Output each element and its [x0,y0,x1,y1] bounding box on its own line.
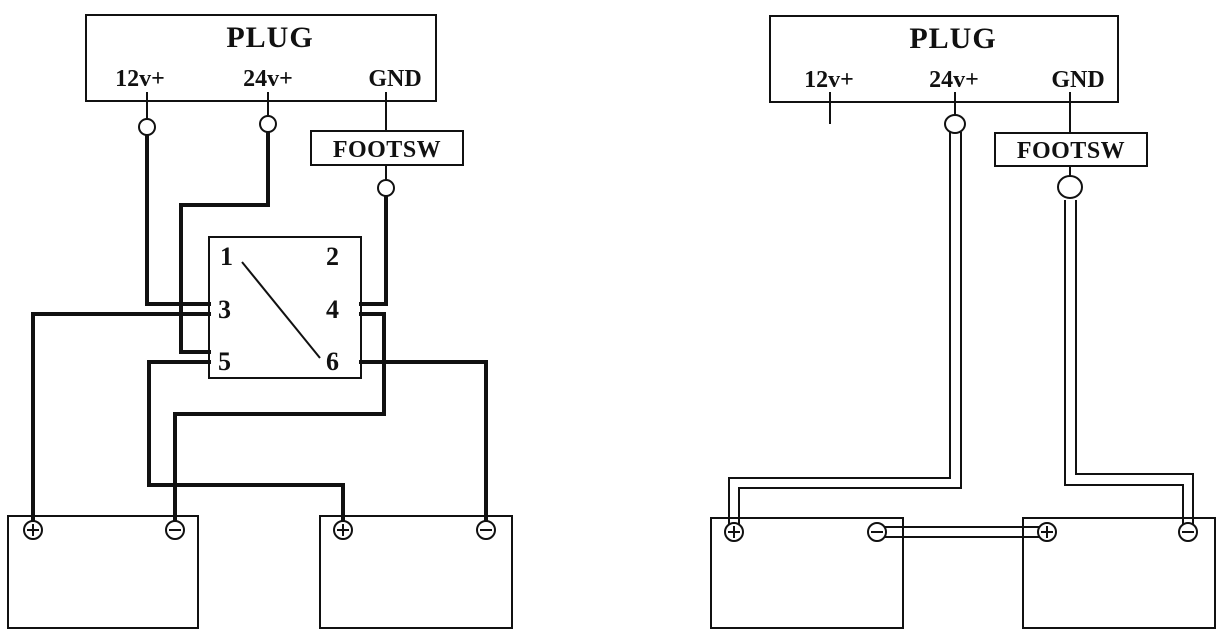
right-pin-12v: 12v+ [804,67,854,93]
left-wire-6-to-battery-b-minus [359,360,488,522]
left-footswitch-connector [377,179,395,197]
left-switch-terminal-1: 1 [220,242,233,271]
left-12v-connector [138,118,156,136]
plus-icon [728,526,740,538]
left-wire-3-to-battery-a-plus [31,312,211,522]
right-wire-24v-inner [738,132,962,524]
right-footswitch-label: FOOTSW [1017,138,1125,164]
left-pin-24v: 24v+ [243,66,293,92]
left-plug-box [85,14,437,102]
left-footswitch-label: FOOTSW [333,137,441,163]
left-pin-gnd: GND [368,66,421,92]
left-wire-24v-to-5 [179,130,270,354]
right-diagram: PLUG 12v+ 24v+ GND FOOTSW [710,15,1216,629]
left-wire-4-to-battery-a-minus [173,312,386,522]
right-wire-gnd-inner [1075,200,1194,524]
right-pin-gnd: GND [1051,67,1104,93]
right-wire-24v-outer [728,132,951,524]
left-switch-terminal-5: 5 [218,347,231,376]
left-plug-title: PLUG [226,21,313,54]
left-plug: PLUG 12v+ 24v+ GND [85,14,437,102]
left-switch-terminal-4: 4 [326,295,339,324]
left-24v-connector [259,115,277,133]
plus-icon [1041,526,1053,538]
left-footswitch: FOOTSW [310,130,464,166]
left-diagram: PLUG 12v+ 24v+ GND FOOTSW 1 2 3 4 5 6 [7,14,513,629]
left-switch-box [208,236,362,379]
left-dpdt-switch: 1 2 3 4 5 6 [208,236,362,379]
right-plug-title: PLUG [909,22,996,55]
left-switch-terminal-2: 2 [326,242,339,271]
left-battery-b-minus-terminal [476,520,496,540]
left-battery-a-plus-terminal [23,520,43,540]
right-footswitch: FOOTSW [994,132,1148,167]
right-pin-24v: 24v+ [929,67,979,93]
right-battery-a-plus-terminal [724,522,744,542]
plus-icon [337,524,349,536]
right-24v-connector [944,114,966,134]
plus-icon [27,524,39,536]
right-footswitch-box [994,132,1148,167]
left-battery-b-plus-terminal [333,520,353,540]
left-battery-a-minus-terminal [165,520,185,540]
left-wire-5-to-battery-b-plus [147,360,345,522]
left-wire-12v-to-3 [145,133,211,306]
left-switch-lever [241,261,321,359]
right-battery-b-plus-terminal [1037,522,1057,542]
right-plug: PLUG 12v+ 24v+ GND [769,15,1119,103]
left-switch-terminal-6: 6 [326,347,339,376]
right-footswitch-connector [1057,175,1083,199]
right-plug-box [769,15,1119,103]
right-battery-b-minus-terminal [1178,522,1198,542]
right-battery-a-minus-terminal [867,522,887,542]
right-wire-gnd-outer [1064,200,1184,524]
left-wire-gnd-to-4 [359,194,388,306]
left-pin-12v: 12v+ [115,66,165,92]
left-footswitch-box [310,130,464,166]
left-switch-terminal-3: 3 [218,295,231,324]
